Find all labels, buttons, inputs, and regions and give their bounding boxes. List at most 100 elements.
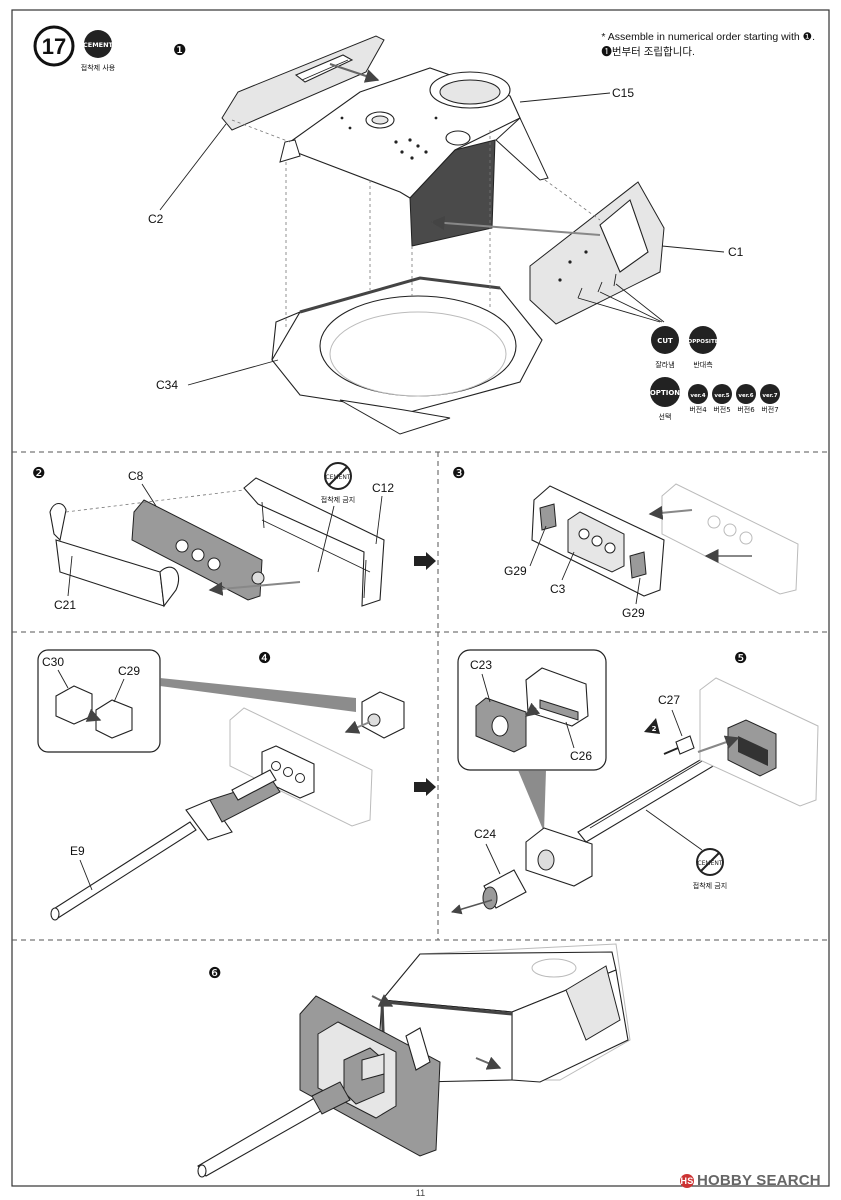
detail-box-c29-c30 (37, 649, 161, 753)
part-c34-drawing (271, 276, 543, 435)
detail-pointer (160, 678, 356, 712)
assembly-note: * Assemble in numerical order starting w… (601, 30, 815, 60)
leader-line (645, 809, 703, 851)
option-icon-label: OPTION (650, 389, 680, 397)
mantlet-cover-drawing (525, 827, 593, 887)
breech-subassembly-drawing (361, 691, 405, 739)
part-c1-drawing (529, 181, 665, 325)
note-line-korean: ❶번부터 조립합니다. (601, 46, 695, 58)
part-label-c26: C26 (570, 749, 592, 763)
option-icon: OPTION 선택 (650, 377, 680, 421)
no-cement-label: CEMENT (325, 474, 350, 481)
page-frame (11, 9, 830, 1187)
part-c3-drawing (531, 485, 665, 597)
part-c8-drawing (131, 499, 265, 601)
cut-caption: 잘라냄 (655, 360, 674, 369)
ghost-mantlet-drawing (229, 707, 373, 827)
guide-lines (648, 505, 693, 520)
version-label: ver.5 (714, 393, 729, 399)
guide-lines (450, 899, 493, 915)
leader-line (57, 669, 69, 689)
leader-line (113, 678, 125, 703)
guide-lines (371, 994, 394, 1007)
leader-line (317, 505, 335, 573)
leader-line (519, 92, 611, 103)
opposite-icon-label: OPPOSITE (688, 339, 719, 345)
substep-3-label: ❸ (452, 464, 465, 482)
callout-triangle-icon: 2 (644, 718, 660, 734)
part-e9-drawing (50, 769, 281, 921)
version-caption: 버전5 (713, 405, 730, 414)
part-c21-drawing (49, 502, 180, 608)
guide-lines (344, 720, 371, 734)
leader-line (67, 555, 73, 597)
part-label-c21: C21 (54, 598, 76, 612)
ghost-mantlet-drawing (699, 677, 819, 807)
substep-4-label: ❹ (258, 649, 271, 667)
guide-lines (231, 63, 601, 330)
leader-line (79, 859, 93, 891)
ghost-mantlet-drawing (661, 483, 799, 595)
leader-line (481, 673, 491, 703)
cement-caption: 접착제 사용 (81, 63, 116, 72)
part-c12-drawing (243, 477, 385, 607)
version-caption: 버전4 (689, 405, 707, 414)
guide-lines (697, 735, 740, 753)
part-label-c15: C15 (612, 86, 634, 100)
version-caption: 버전6 (737, 405, 755, 414)
version-icon: ver.6 버전6 (736, 384, 756, 414)
guide-lines (208, 581, 301, 596)
no-cement-icon: CEMENT 접착제 금지 (693, 848, 727, 890)
cement-icon: CEMENT 접착제 사용 (81, 30, 116, 72)
detail-box-c23-c26 (457, 649, 607, 771)
option-caption: 선택 (659, 412, 672, 421)
cement-icon-label: CEMENT (83, 41, 114, 49)
part-label-c23: C23 (470, 658, 492, 672)
substep-5-label: ❺ (734, 649, 747, 667)
leader-line (141, 483, 157, 507)
leader-line (635, 577, 641, 605)
part-c24-drawing (482, 869, 527, 910)
part-label-c1: C1 (728, 245, 744, 259)
part-label-c12: C12 (372, 481, 394, 495)
part-label-g29-left: G29 (504, 564, 527, 578)
part-label-c29: C29 (118, 664, 140, 678)
opposite-icon: OPPOSITE 반대측 (688, 326, 719, 369)
no-cement-label: CEMENT (697, 860, 722, 867)
part-c2-drawing (221, 35, 385, 131)
version-icons: ver.4 버전4 ver.5 버전5 ver.6 버전6 ver.7 버전7 (688, 384, 780, 414)
guide-lines (475, 1056, 502, 1070)
substep-2-label: ❷ (32, 464, 45, 482)
version-label: ver.6 (738, 393, 753, 399)
version-icon: ver.5 버전5 (712, 384, 732, 414)
substep-6-label: ❻ (208, 964, 221, 982)
leader-line (661, 245, 725, 253)
part-label-e9: E9 (70, 844, 85, 858)
leader-line (159, 123, 227, 211)
hobby-search-logo-icon: HS (680, 1174, 694, 1188)
version-label: ver.4 (690, 393, 705, 399)
part-label-c24: C24 (474, 827, 496, 841)
page-number: 11 (415, 1188, 426, 1198)
turret-final-drawing (377, 943, 631, 1083)
substep-1-label: ❶ (173, 41, 186, 59)
step-number: 17 (42, 34, 66, 59)
step-number-badge: 17 (33, 25, 75, 67)
note-line-english: * Assemble in numerical order starting w… (601, 31, 815, 43)
next-arrow-icon (414, 778, 436, 796)
part-label-c3: C3 (550, 582, 566, 596)
watermark-text: HOBBY SEARCH (697, 1172, 821, 1189)
cut-icon-label: CUT (657, 337, 673, 345)
version-label: ver.7 (762, 393, 777, 399)
leader-line (565, 721, 575, 749)
turret-top-drawing (279, 67, 549, 247)
leader-line (187, 359, 279, 386)
part-label-c2: C2 (148, 212, 164, 226)
barrel-final-drawing (197, 1081, 351, 1178)
opposite-caption: 반대측 (693, 360, 713, 369)
leader-line (577, 283, 665, 323)
version-icon: ver.7 버전7 (760, 384, 780, 414)
version-caption: 버전7 (761, 405, 778, 414)
part-label-c34: C34 (156, 378, 178, 392)
